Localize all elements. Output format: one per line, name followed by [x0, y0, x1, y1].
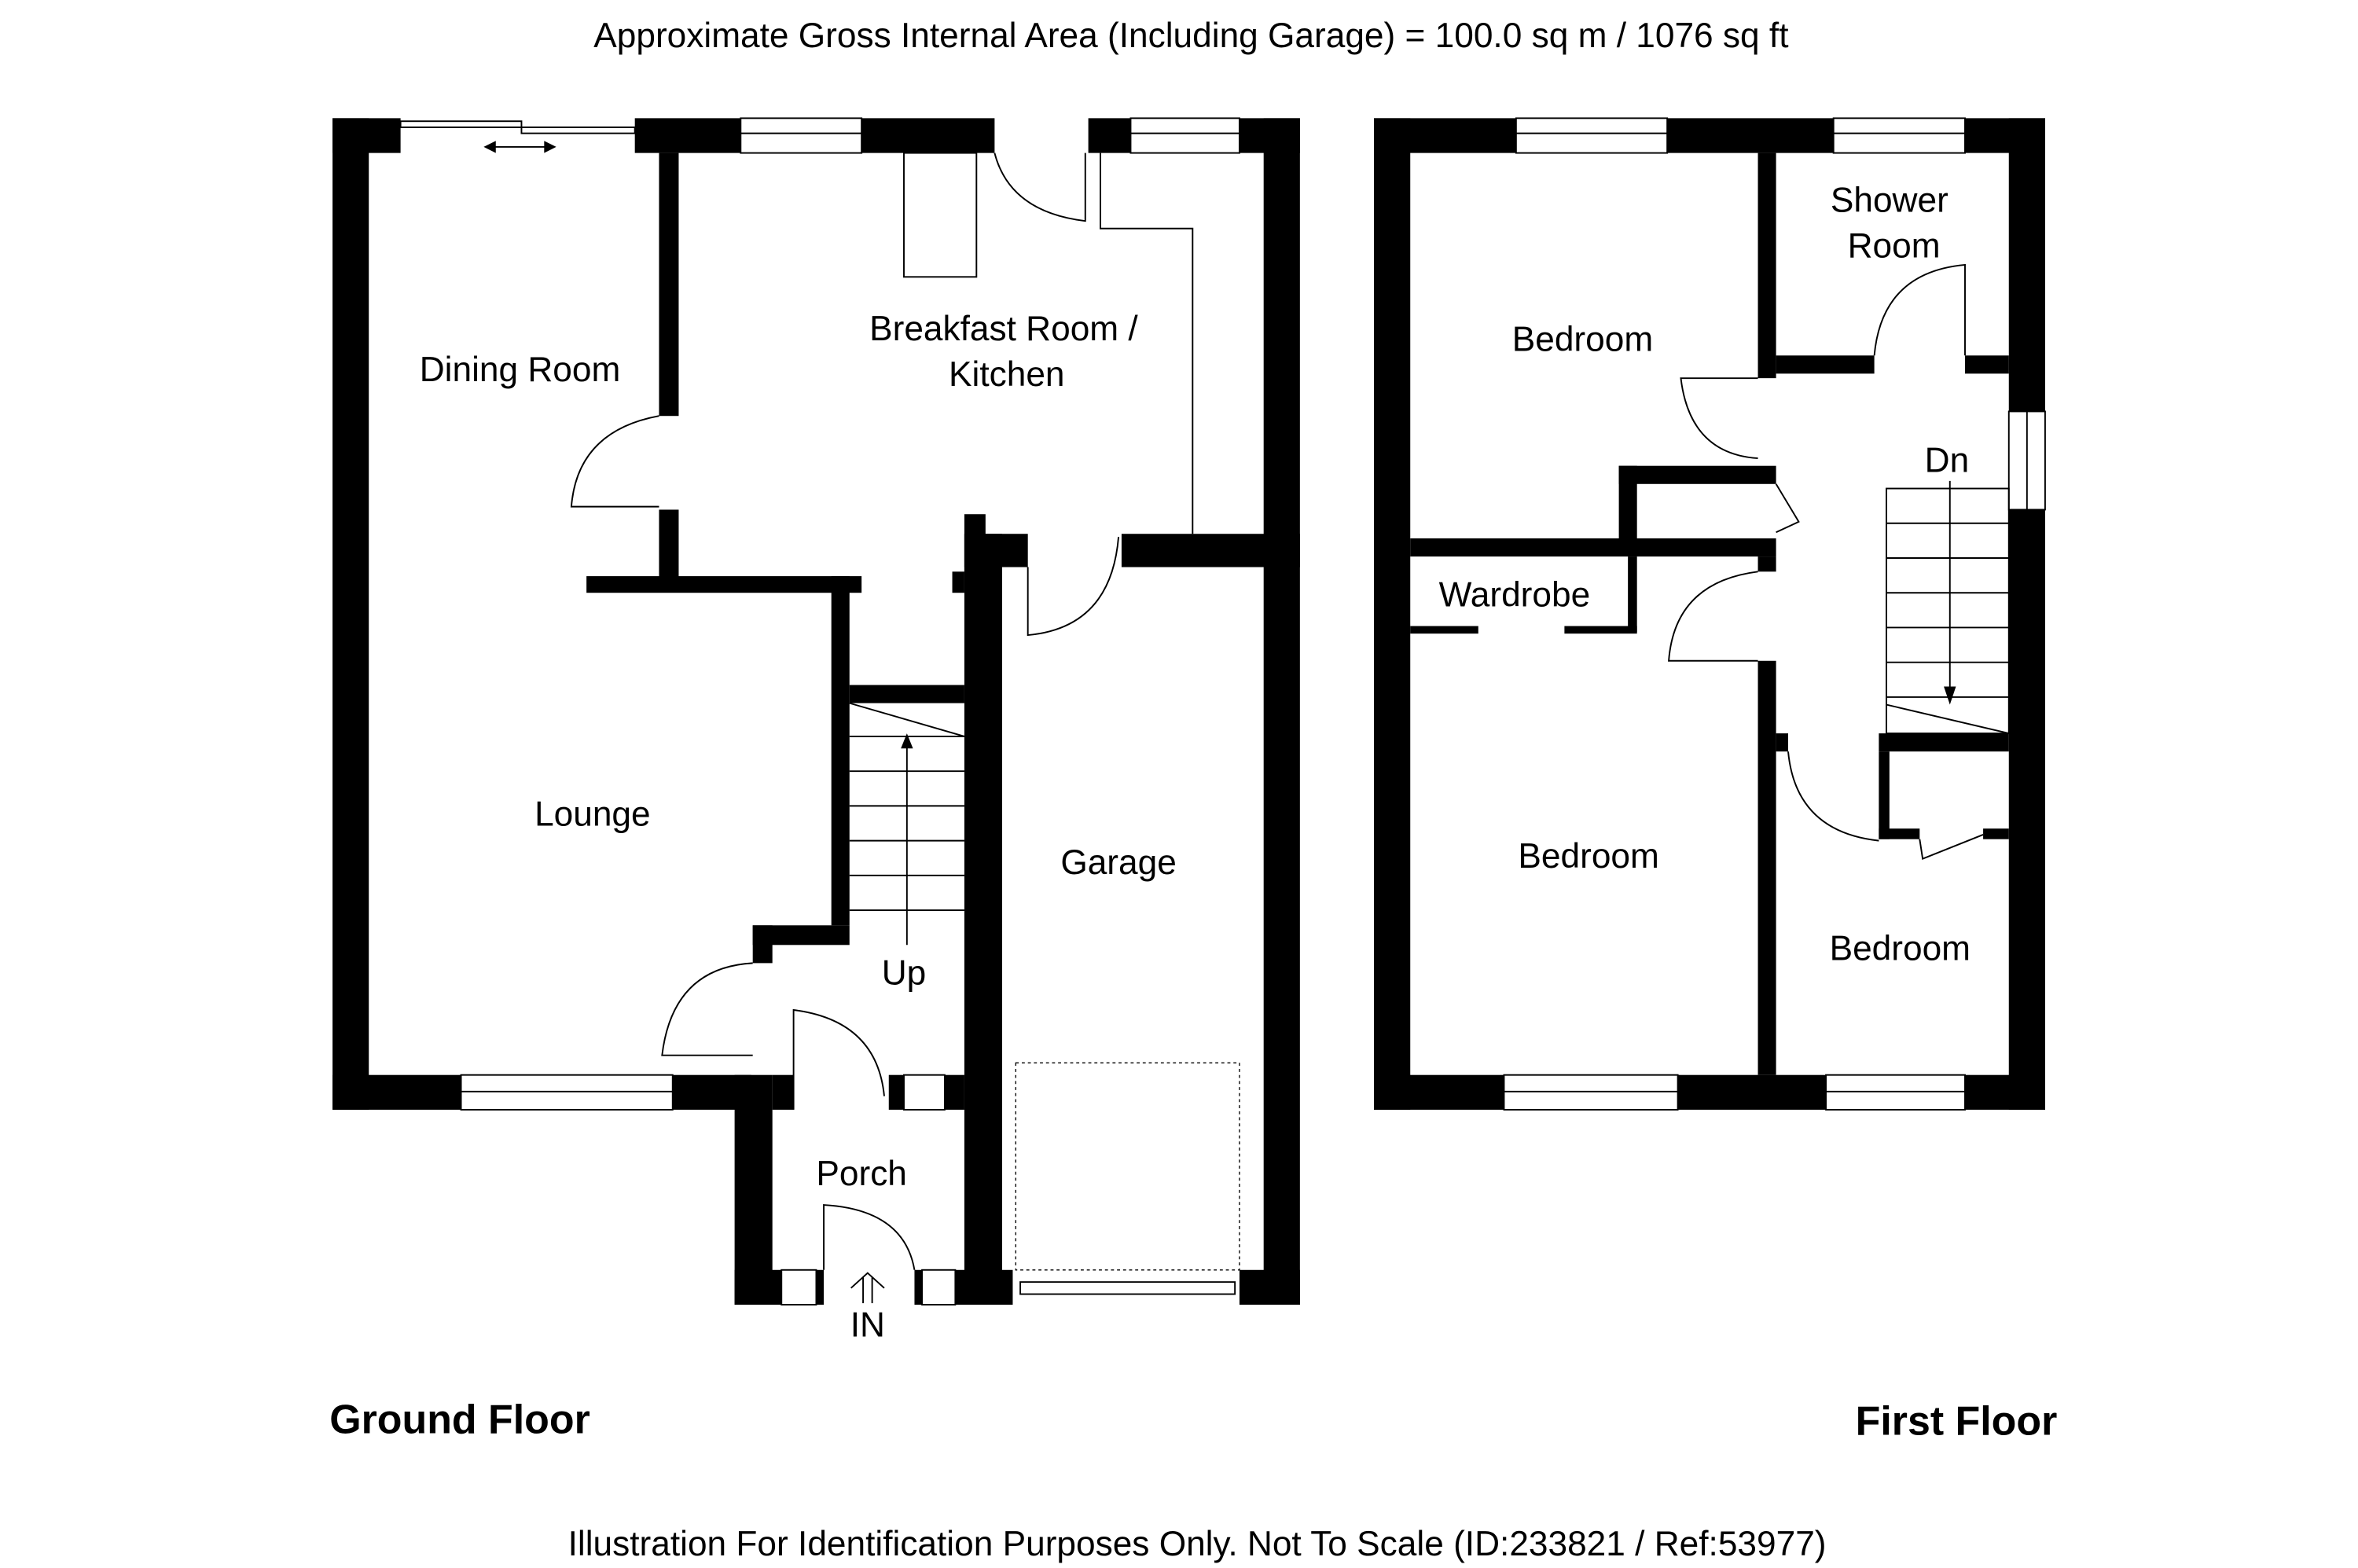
- room-label-kitchen-2: Kitchen: [949, 355, 1065, 394]
- room-label-wardrobe: Wardrobe: [1439, 576, 1591, 615]
- room-label-garage: Garage: [1060, 843, 1177, 882]
- room-label-porch: Porch: [816, 1155, 907, 1193]
- room-label-bedroom-1: Bedroom: [1512, 321, 1653, 359]
- up-arrow-icon: [901, 733, 913, 749]
- entrance-arrow-icon: [850, 1272, 885, 1304]
- entrance-label: IN: [850, 1305, 885, 1344]
- room-label-dining: Dining Room: [420, 351, 621, 389]
- room-label-kitchen-1: Breakfast Room /: [869, 310, 1138, 348]
- stairs-up-label: Up: [882, 953, 927, 992]
- stairs-first: [1886, 480, 2010, 735]
- first-floor-label: First Floor: [1856, 1398, 2058, 1444]
- ground-floor-plan: Dining Room Breakfast Room / Kitchen Lou…: [332, 117, 1300, 1344]
- ground-floor-label: Ground Floor: [329, 1397, 590, 1442]
- room-label-bedroom-3: Bedroom: [1830, 930, 1971, 968]
- area-header: Approximate Gross Internal Area (Includi…: [593, 17, 1788, 55]
- room-label-shower-2: Room: [1848, 226, 1941, 265]
- sliding-door-arrow-icon: [483, 141, 556, 153]
- stairs-ground: [849, 702, 965, 946]
- down-arrow-icon: [1944, 686, 1956, 705]
- first-floor-plan: Bedroom Shower Room Dn Wardrobe Bedroom …: [1374, 117, 2046, 1111]
- room-label-bedroom-2: Bedroom: [1518, 837, 1658, 876]
- room-label-lounge: Lounge: [534, 795, 651, 833]
- disclaimer-footer: Illustration For Identification Purposes…: [568, 1525, 1827, 1563]
- stairs-down-label: Dn: [1925, 441, 1970, 479]
- room-label-shower-1: Shower: [1831, 182, 1948, 220]
